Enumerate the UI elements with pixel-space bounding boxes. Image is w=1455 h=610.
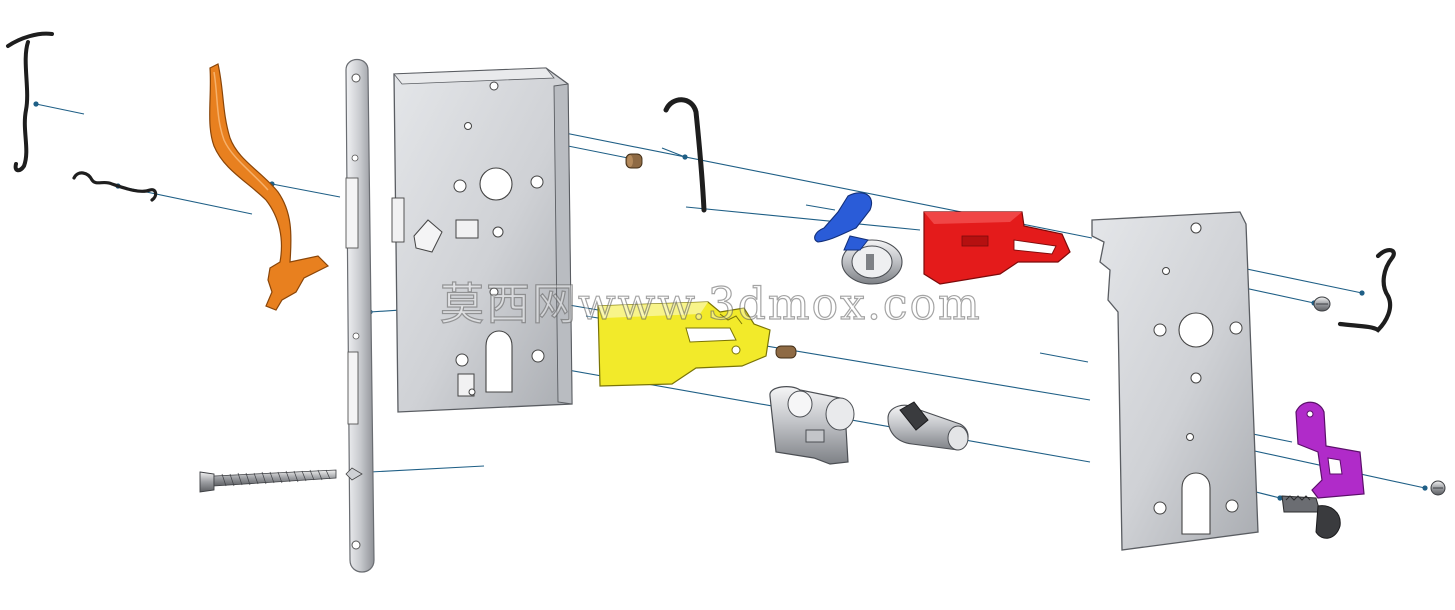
cylinder-cam-icon <box>887 401 969 451</box>
spring-wire-right-icon <box>1337 248 1396 333</box>
screw-small-top-icon <box>1313 296 1331 312</box>
spring-wire-left-icon <box>6 31 54 173</box>
yellow-deadbolt-icon <box>597 301 771 387</box>
purple-follower-icon <box>1295 401 1365 499</box>
orange-lever-icon <box>209 63 330 311</box>
screw-long-icon <box>199 469 337 493</box>
faceplate-icon <box>345 58 375 573</box>
screw-small-bottom-icon <box>1430 480 1446 496</box>
cylinder-housing-icon <box>769 386 855 465</box>
pin-middle-icon <box>775 345 797 359</box>
pin-top-icon <box>625 153 643 169</box>
case-plate-front-icon <box>391 67 573 413</box>
red-latch-bolt-icon <box>923 211 1071 285</box>
case-plate-back-icon <box>1091 211 1259 551</box>
key-insert-icon <box>1281 495 1341 539</box>
spring-small-icon <box>72 171 158 202</box>
blue-thumb-turn-icon <box>814 192 903 285</box>
hook-spring-icon <box>663 97 707 213</box>
